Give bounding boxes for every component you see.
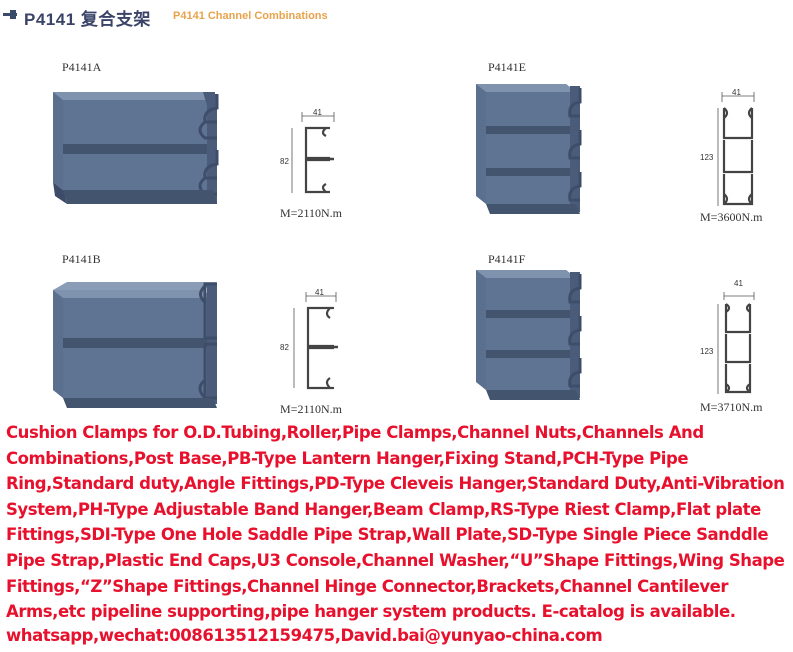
moment-value: M=3710N.m xyxy=(700,400,763,414)
channel-3d-image-f xyxy=(476,270,582,400)
page-subtitle: P4141 Channel Combinations xyxy=(173,10,328,22)
height-dimension: 82 xyxy=(280,157,289,166)
header-square-icon xyxy=(10,10,16,19)
moment-value: M=2110N.m xyxy=(280,206,342,220)
product-description: Cushion Clamps for O.D.Tubing,Roller,Pip… xyxy=(6,423,785,622)
product-label: P4141F xyxy=(488,252,526,266)
channel-profile-drawing-a: 41 82 xyxy=(280,108,335,194)
channel-profile-drawing-f: 41 123 xyxy=(700,279,755,394)
channel-profile-drawing-b: 41 82 xyxy=(280,288,338,390)
width-dimension: 41 xyxy=(313,108,322,117)
page-title: P4141 复合支架 xyxy=(24,10,151,29)
catalog-header: P4141 复合支架 P4141 Channel Combinations xyxy=(0,0,793,32)
product-p4141f: P4141F 41 123 M=3710N.m xyxy=(0,240,793,420)
channel-profile-drawing-e: 41 123 xyxy=(700,88,755,206)
product-p4141b: P4141B 41 82 M=2110N.m xyxy=(0,240,400,420)
product-p4141e: P4141E 41 123 M=3600N.m xyxy=(0,0,793,230)
channel-3d-image-b xyxy=(53,282,217,408)
channel-3d-image-a xyxy=(53,92,219,204)
width-dimension: 41 xyxy=(734,279,743,288)
product-label: P4141B xyxy=(62,252,101,266)
contact-info: whatsapp,wechat:008613512159475,David.ba… xyxy=(6,626,603,645)
moment-value: M=3600N.m xyxy=(700,210,763,224)
product-label: P4141A xyxy=(62,60,102,74)
height-dimension: 123 xyxy=(700,347,714,356)
height-dimension: 82 xyxy=(280,343,289,352)
width-dimension: 41 xyxy=(732,88,741,97)
product-p4141a: P4141A 41 82 M=2110N.m xyxy=(0,0,400,230)
product-label: P4141E xyxy=(488,60,527,74)
moment-value: M=2110N.m xyxy=(280,402,342,416)
height-dimension: 123 xyxy=(700,153,714,162)
width-dimension: 41 xyxy=(315,288,324,297)
channel-3d-image-e xyxy=(476,84,582,214)
